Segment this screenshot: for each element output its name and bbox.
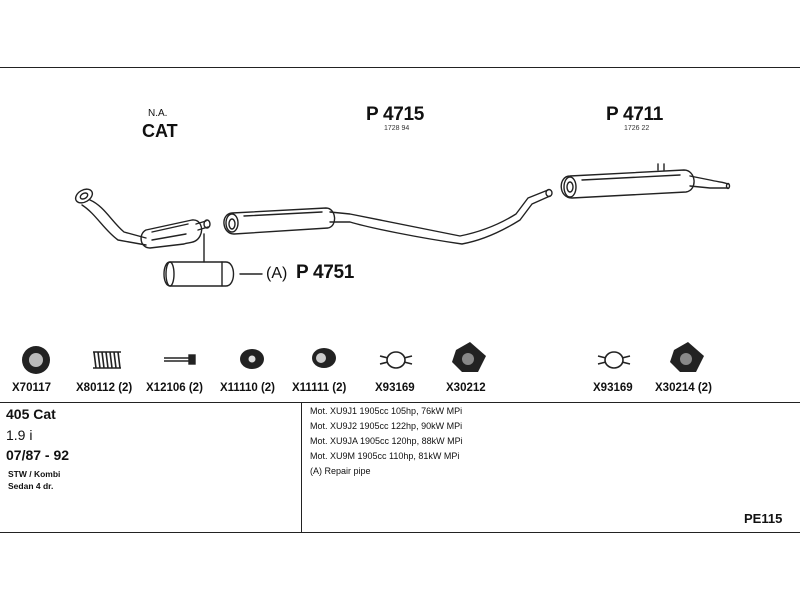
front-pipe-drawing [74, 188, 147, 246]
engine-line: Mot. XU9J2 1905cc 122hp, 90kW MPi [310, 421, 463, 431]
part-number-rear: P 4711 [606, 104, 664, 125]
rubber-mount-icon [240, 349, 264, 369]
part-ref-rear: 1726 22 [624, 125, 650, 132]
hardware-code: X12106 (2) [146, 382, 203, 394]
part-ref-middle: 1728 94 [384, 125, 410, 132]
hardware-code: X93169 [593, 382, 633, 394]
diagram-frame [0, 67, 800, 533]
connecting-pipe-drawing [329, 188, 553, 245]
catalytic-converter-drawing [140, 219, 211, 249]
bolt-icon [164, 354, 196, 365]
part-number-middle: P 4715 [366, 104, 425, 125]
engine-line: (A) Repair pipe [310, 466, 371, 476]
body-type: Sedan 4 dr. [8, 481, 54, 491]
vehicle-model: 405 Cat [6, 406, 56, 422]
vehicle-years: 07/87 - 92 [6, 447, 70, 463]
clamp-icon [379, 351, 413, 369]
hardware-code: X30212 [446, 382, 486, 394]
flange-gasket-icon [452, 342, 486, 372]
kit-code: PE115 [744, 511, 783, 526]
vehicle-engine: 1.9 i [6, 427, 33, 443]
repair-prefix: (A) [266, 265, 288, 282]
hardware-code: X93169 [375, 382, 415, 394]
hardware-code: X11110 (2) [220, 382, 275, 394]
repair-part-number: P 4751 [296, 262, 355, 283]
hardware-code: X80112 (2) [76, 382, 133, 394]
engine-line: Mot. XU9M 1905cc 110hp, 81kW MPi [310, 451, 460, 461]
repair-pipe-drawing [163, 233, 263, 287]
rear-silencer-drawing [560, 163, 731, 199]
cat-label: CAT [142, 121, 178, 141]
gasket-ring-icon [22, 346, 50, 374]
body-type: STW / Kombi [8, 469, 61, 479]
cat-note: N.A. [148, 108, 168, 119]
hardware-code: X70117 [12, 382, 52, 394]
column-divider [301, 402, 302, 532]
hardware-code: X11111 (2) [292, 382, 347, 394]
middle-silencer-drawing [223, 207, 336, 235]
clamp-icon [597, 351, 631, 369]
flange-gasket-icon [670, 342, 704, 372]
engine-line: Mot. XU9JA 1905cc 120hp, 88kW MPi [310, 436, 463, 446]
table-divider [0, 402, 800, 403]
spring-icon [93, 351, 121, 369]
engine-line: Mot. XU9J1 1905cc 105hp, 76kW MPi [310, 406, 463, 416]
rubber-ring-icon [312, 348, 336, 368]
hardware-code: X30214 (2) [655, 382, 712, 394]
